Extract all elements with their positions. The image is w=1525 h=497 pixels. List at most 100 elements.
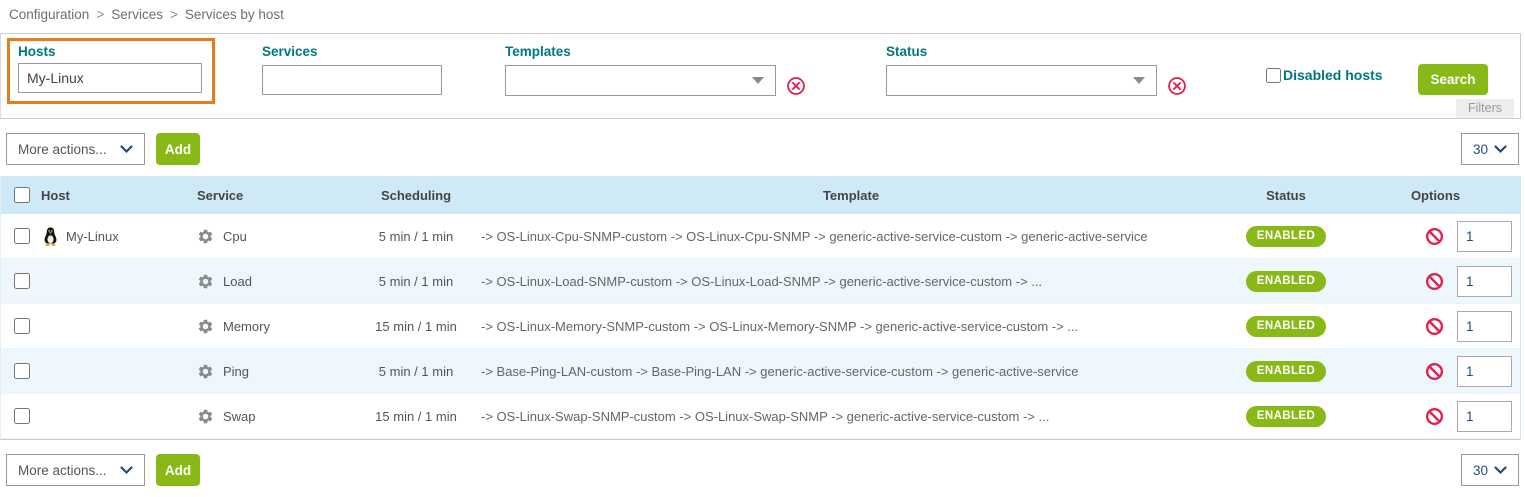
service-name[interactable]: Load — [223, 273, 252, 289]
add-button-bottom[interactable]: Add — [156, 454, 200, 486]
header-host[interactable]: Host — [41, 187, 70, 203]
chevron-down-icon — [1494, 465, 1507, 475]
chevron-down-icon — [1494, 144, 1507, 154]
options-cell — [1351, 220, 1520, 252]
status-badge: ENABLED — [1245, 315, 1327, 337]
options-count-input[interactable] — [1457, 265, 1512, 297]
row-checkbox-cell — [1, 360, 41, 382]
service-cell: Memory — [191, 318, 351, 335]
table-row: Swap 15 min / 1 min -> OS-Linux-Swap-SNM… — [1, 394, 1520, 439]
row-checkbox-cell — [1, 315, 41, 337]
no-entry-icon[interactable] — [1425, 407, 1444, 426]
more-actions-label: More actions... — [18, 462, 107, 478]
chevron-down-icon — [1133, 77, 1145, 84]
template-chain: -> OS-Linux-Memory-SNMP-custom -> OS-Lin… — [481, 318, 1079, 334]
status-filter-group: Status — [886, 44, 1186, 96]
select-all-checkbox[interactable] — [13, 187, 30, 203]
options-count-input[interactable] — [1457, 355, 1512, 387]
scheduling-value: 15 min / 1 min — [375, 408, 457, 424]
options-count-input[interactable] — [1457, 310, 1512, 342]
breadcrumb-configuration[interactable]: Configuration — [9, 7, 90, 22]
scheduling-value: 15 min / 1 min — [375, 318, 457, 334]
table-header-row: Host Service Scheduling Template Status … — [1, 176, 1520, 214]
status-label: Status — [886, 44, 928, 59]
chevron-down-icon — [120, 144, 133, 154]
gear-icon — [197, 318, 214, 335]
status-badge: ENABLED — [1245, 360, 1327, 382]
service-name[interactable]: Cpu — [223, 228, 247, 244]
header-status[interactable]: Status — [1266, 187, 1306, 203]
hosts-input[interactable] — [18, 63, 202, 93]
disabled-hosts-checkbox[interactable] — [1266, 67, 1281, 83]
top-toolbar: More actions... Add 30 — [6, 133, 1519, 165]
options-cell — [1351, 265, 1520, 297]
more-actions-select[interactable]: More actions... — [6, 133, 145, 165]
template-chain: -> OS-Linux-Swap-SNMP-custom -> OS-Linux… — [481, 408, 1050, 424]
row-checkbox[interactable] — [13, 228, 30, 244]
gear-icon — [197, 408, 214, 425]
scheduling-value: 5 min / 1 min — [378, 228, 454, 244]
host-name[interactable]: My-Linux — [66, 228, 119, 244]
page-size-select-bottom[interactable]: 30 — [1461, 454, 1519, 486]
service-name[interactable]: Memory — [223, 318, 270, 334]
row-checkbox-cell — [1, 225, 41, 247]
options-cell — [1351, 355, 1520, 387]
service-cell: Cpu — [191, 228, 351, 245]
hosts-filter-group: Hosts — [7, 38, 215, 104]
no-entry-icon[interactable] — [1425, 317, 1444, 336]
service-cell: Ping — [191, 363, 351, 380]
filter-panel: Hosts Services Templates Status Disabled… — [0, 33, 1521, 119]
header-scheduling[interactable]: Scheduling — [380, 187, 452, 203]
service-name[interactable]: Ping — [223, 363, 250, 379]
status-cell: ENABLED — [1221, 315, 1351, 337]
gear-icon — [197, 363, 214, 380]
scheduling-value: 5 min / 1 min — [378, 363, 454, 379]
services-table: Host Service Scheduling Template Status … — [0, 176, 1521, 440]
no-entry-icon[interactable] — [1425, 227, 1444, 246]
status-badge: ENABLED — [1245, 225, 1327, 247]
status-cell: ENABLED — [1221, 405, 1351, 427]
search-button[interactable]: Search — [1418, 64, 1488, 95]
more-actions-select-bottom[interactable]: More actions... — [6, 454, 145, 486]
add-button[interactable]: Add — [156, 133, 200, 165]
services-label: Services — [262, 44, 318, 59]
breadcrumb-services-by-host[interactable]: Services by host — [184, 7, 284, 22]
row-checkbox[interactable] — [13, 408, 30, 424]
row-checkbox[interactable] — [13, 273, 30, 289]
page-size-select[interactable]: 30 — [1461, 133, 1519, 165]
options-count-input[interactable] — [1457, 220, 1512, 252]
header-template[interactable]: Template — [822, 187, 880, 203]
disabled-hosts-toggle[interactable]: Disabled hosts — [1266, 67, 1383, 83]
status-clear-icon[interactable] — [1167, 76, 1187, 96]
page-size-value: 30 — [1473, 462, 1489, 478]
table-row: My-Linux Cpu 5 min / 1 min -> OS-Linux-C… — [1, 214, 1520, 259]
row-checkbox[interactable] — [13, 363, 30, 379]
template-chain: -> Base-Ping-LAN-custom -> Base-Ping-LAN… — [481, 363, 1079, 379]
templates-clear-icon[interactable] — [786, 76, 806, 96]
no-entry-icon[interactable] — [1425, 362, 1444, 381]
status-select[interactable] — [886, 65, 1157, 96]
no-entry-icon[interactable] — [1425, 272, 1444, 291]
templates-label: Templates — [505, 44, 571, 59]
host-cell: My-Linux — [41, 226, 191, 247]
options-count-input[interactable] — [1457, 400, 1512, 432]
templates-select[interactable] — [505, 65, 776, 96]
service-cell: Swap — [191, 408, 351, 425]
header-options[interactable]: Options — [1410, 187, 1461, 203]
hosts-label: Hosts — [18, 44, 56, 59]
select-all-cell — [1, 184, 41, 206]
breadcrumb: Configuration>Services>Services by host — [0, 0, 1525, 33]
status-cell: ENABLED — [1221, 225, 1351, 247]
row-checkbox[interactable] — [13, 318, 30, 334]
options-cell — [1351, 310, 1520, 342]
header-service[interactable]: Service — [197, 187, 244, 203]
breadcrumb-separator: > — [169, 7, 178, 22]
row-checkbox-cell — [1, 270, 41, 292]
template-chain: -> OS-Linux-Cpu-SNMP-custom -> OS-Linux-… — [481, 228, 1148, 244]
services-input[interactable] — [262, 65, 442, 95]
template-chain: -> OS-Linux-Load-SNMP-custom -> OS-Linux… — [481, 273, 1043, 289]
table-row: Ping 5 min / 1 min -> Base-Ping-LAN-cust… — [1, 349, 1520, 394]
linux-penguin-icon — [41, 226, 60, 247]
service-name[interactable]: Swap — [223, 408, 256, 424]
breadcrumb-services[interactable]: Services — [111, 7, 163, 22]
